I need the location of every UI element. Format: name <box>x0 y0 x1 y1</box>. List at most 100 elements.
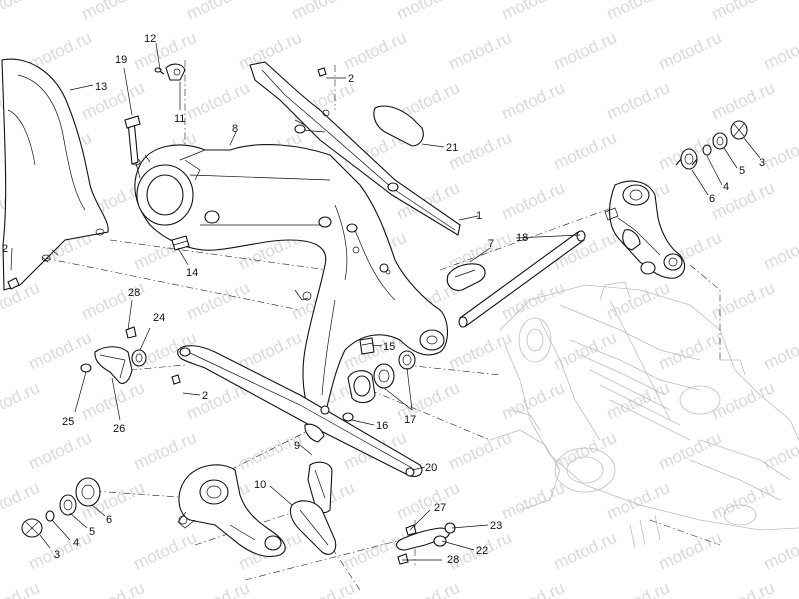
pivot-spacers <box>342 337 416 422</box>
callout-labels: 1 2 2 2 3 3 4 4 5 5 6 6 7 8 9 10 11 12 1… <box>2 33 765 566</box>
chain-slider-lower <box>171 345 423 477</box>
watermark-text: motod.ru <box>604 378 673 424</box>
callout-14: 14 <box>186 267 198 279</box>
watermark-text: motod.ru <box>0 478 42 524</box>
watermark-text: motod.ru <box>0 378 42 424</box>
rubber-pad <box>446 263 486 291</box>
watermark-text: motod.ru <box>394 578 463 599</box>
watermark-text: motod.ru <box>761 28 799 74</box>
callout-4-upper: 4 <box>723 181 729 193</box>
engine-outline <box>489 281 799 549</box>
callout-3-upper: 3 <box>759 157 765 169</box>
callout-10: 10 <box>254 479 266 491</box>
callout-19: 19 <box>115 54 127 66</box>
callout-6-lower: 6 <box>106 514 112 526</box>
left-bracket-assembly <box>80 326 147 384</box>
callout-11: 11 <box>174 113 185 125</box>
callout-15: 15 <box>383 341 395 353</box>
callout-12: 12 <box>144 33 156 45</box>
watermark-text: motod.ru <box>0 0 42 24</box>
watermark-text: motod.ru <box>79 578 148 599</box>
watermark-text: motod.ru <box>604 478 673 524</box>
callout-9: 9 <box>294 440 300 452</box>
callout-5-upper: 5 <box>739 165 745 177</box>
watermark-text: motod.ru <box>604 278 673 324</box>
callout-2-upper: 2 <box>348 73 354 85</box>
watermark-text: motod.ru <box>446 28 515 74</box>
chain-slider-upper <box>249 61 461 236</box>
watermark-text: motod.ru <box>709 578 778 599</box>
watermark-text: motod.ru <box>79 278 148 324</box>
watermark-text: motod.ru <box>709 178 778 224</box>
callout-1: 1 <box>476 210 482 222</box>
watermark-text: motod.ru <box>761 328 799 374</box>
watermark-text: motod.ru <box>709 478 778 524</box>
callout-6-upper: 6 <box>709 193 715 205</box>
callout-25: 25 <box>62 416 74 428</box>
eccentric-hub-assembly <box>604 120 748 279</box>
watermark-text: motod.ru <box>709 78 778 124</box>
watermark-text: motod.ru <box>499 178 568 224</box>
callout-13: 13 <box>95 81 107 93</box>
callout-21: 21 <box>446 142 458 154</box>
watermark-text: motod.ru <box>341 528 410 574</box>
callout-4-lower: 4 <box>73 537 79 549</box>
brake-caliper-bracket <box>21 464 286 558</box>
watermark-text: motod.ru <box>184 0 253 24</box>
watermark-text: motod.ru <box>709 0 778 24</box>
watermark-text: motod.ru <box>184 578 253 599</box>
watermark-text: motod.ru <box>551 28 620 74</box>
callout-8: 8 <box>232 123 238 135</box>
callout-24: 24 <box>153 312 165 324</box>
watermark-text: motod.ru <box>446 328 515 374</box>
watermark-text: motod.ru <box>761 228 799 274</box>
watermark-text: motod.ru <box>0 578 42 599</box>
sticker-plate <box>373 105 424 147</box>
callout-28-upper: 28 <box>128 287 140 299</box>
callout-23: 23 <box>490 520 502 532</box>
watermark-text: motod.ru <box>79 0 148 24</box>
watermark-text: motod.ru <box>656 528 725 574</box>
callout-27: 27 <box>434 502 446 514</box>
watermark-text: motod.ru <box>656 28 725 74</box>
watermark-text: motod.ru <box>131 528 200 574</box>
callout-28-lower: 28 <box>447 554 459 566</box>
watermark-text: motod.ru <box>761 428 799 474</box>
watermark-text: motod.ru <box>184 278 253 324</box>
callout-5-lower: 5 <box>89 526 95 538</box>
watermark-text: motod.ru <box>656 428 725 474</box>
callout-2-left: 2 <box>2 243 8 255</box>
callout-3-lower: 3 <box>54 549 60 561</box>
watermark-text: motod.ru <box>499 78 568 124</box>
watermark-text: motod.ru <box>499 0 568 24</box>
watermark-text: motod.ru <box>551 328 620 374</box>
leader-lines <box>10 42 761 561</box>
watermark-text: motod.ru <box>341 28 410 74</box>
watermark-text: motod.ru <box>289 578 358 599</box>
watermark-text: motod.ru <box>499 578 568 599</box>
cover-plates <box>289 461 337 555</box>
watermark-text: motod.ru <box>236 328 305 374</box>
watermark-text: motod.ru <box>184 78 253 124</box>
bolt-14 <box>171 235 190 251</box>
watermark-text: motod.ru <box>551 428 620 474</box>
callout-20: 20 <box>425 462 437 474</box>
watermark-text: motod.ru <box>499 378 568 424</box>
watermark-text: motod.ru <box>709 278 778 324</box>
callout-26: 26 <box>113 423 125 435</box>
callout-2-lower: 2 <box>202 390 208 402</box>
watermark-text: motod.ru <box>551 528 620 574</box>
watermark-text: motod.ru <box>761 528 799 574</box>
watermark-text: motod.ru <box>394 478 463 524</box>
watermark-text: motod.ru <box>131 28 200 74</box>
watermark-text: motod.ru <box>499 478 568 524</box>
callout-7: 7 <box>488 238 494 250</box>
watermark-text: motod.ru <box>604 578 673 599</box>
chain-guard <box>1 58 109 291</box>
screw-left <box>7 277 20 290</box>
pivot-shaft <box>458 230 586 328</box>
watermark-text: motod.ru <box>656 328 725 374</box>
callout-18: 18 <box>516 232 528 244</box>
